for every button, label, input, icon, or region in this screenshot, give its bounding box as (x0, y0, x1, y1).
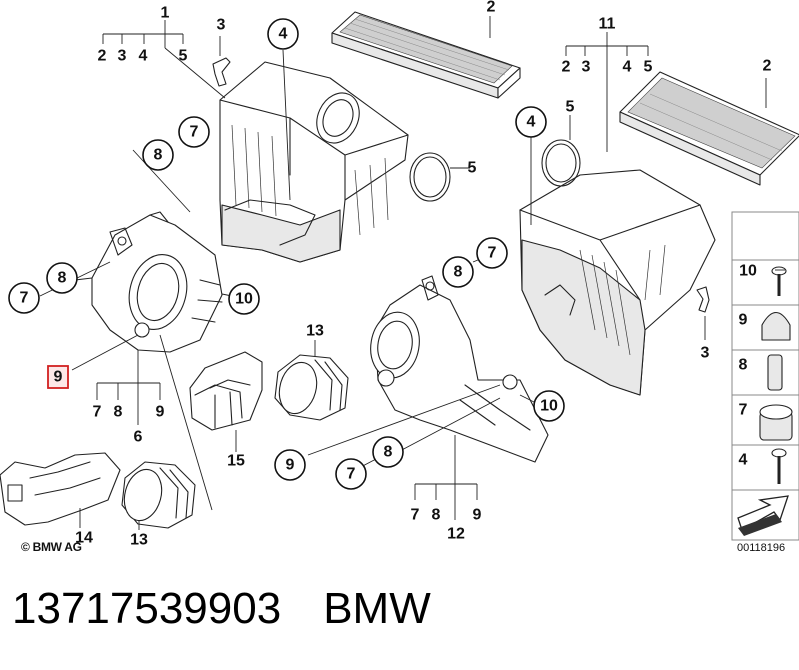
callout-8-left: 8 (58, 270, 67, 287)
callout-1: 1 (161, 5, 170, 22)
clip-left (212, 57, 231, 87)
callout-6: 6 (134, 429, 143, 446)
clip-right (696, 286, 710, 313)
cap-9-icon (761, 311, 791, 341)
callout-10-right: 10 (540, 398, 558, 415)
legend-label-7: 7 (739, 402, 748, 419)
callout-5-right: 5 (566, 99, 575, 116)
legend-label-4: 4 (739, 452, 748, 469)
callout-1-2: 2 (98, 48, 107, 65)
part-number: 13717539903 (12, 584, 282, 633)
callout-12-9: 9 (473, 507, 482, 524)
callout-12: 12 (447, 526, 465, 543)
hardware-legend (731, 211, 799, 541)
callout-10-left: 10 (235, 291, 253, 308)
air-filter-element-right (619, 71, 799, 186)
callout-7-left: 7 (20, 290, 29, 307)
callout-4-left: 4 (279, 26, 288, 43)
callout-6-9: 9 (156, 404, 165, 421)
seal-ring-left (409, 152, 451, 202)
callout-5-left: 5 (468, 160, 477, 177)
callout-13-upper: 13 (306, 323, 324, 340)
callout-11-2: 2 (562, 59, 571, 76)
callout-9-highlight[interactable] (47, 365, 69, 389)
callout-1-5: 5 (179, 48, 188, 65)
callout-9-left: 9 (54, 369, 63, 386)
parts-diagram: 1 2 3 4 5 2 3 5 11 2 3 4 5 2 5 3 6 7 8 9… (0, 0, 799, 549)
footer-caption: 13717539903 BMW (12, 584, 431, 634)
screw-4-icon (771, 448, 787, 484)
callout-15: 15 (227, 453, 245, 470)
callout-11: 11 (599, 16, 616, 33)
callout-7-mid: 7 (488, 245, 497, 262)
intake-duct-assembly-right (370, 275, 549, 463)
callout-6-7: 7 (93, 404, 102, 421)
callout-1-4: 4 (139, 48, 148, 65)
callout-8-bottom: 8 (384, 444, 393, 461)
callout-13-lower: 13 (130, 532, 148, 549)
copyright-notice: © BMW AG (21, 540, 82, 554)
callout-2-right: 2 (763, 58, 772, 75)
callout-11-3: 3 (582, 59, 591, 76)
sleeve-8-icon (767, 354, 783, 391)
callout-2-left: 2 (487, 0, 496, 16)
callout-4-right: 4 (527, 114, 536, 131)
screw-10-icon (771, 266, 787, 296)
air-filter-element-left (331, 11, 521, 99)
air-inlet-duct-14 (0, 452, 121, 526)
callout-1-3: 3 (118, 48, 127, 65)
bellows-upper (274, 354, 349, 421)
callout-11-4: 4 (623, 59, 632, 76)
callout-7-top: 7 (190, 124, 199, 141)
callout-6-8: 8 (114, 404, 123, 421)
seal-ring-right (541, 139, 581, 187)
callout-3-left: 3 (217, 17, 226, 34)
intake-duct-assembly-left (91, 211, 223, 353)
legend-label-8: 8 (739, 357, 748, 374)
leader-lines (39, 16, 785, 530)
callout-12-7: 7 (411, 507, 420, 524)
bellows-lower (121, 461, 196, 529)
callout-9-mid: 9 (286, 457, 295, 474)
callout-8-mid: 8 (454, 264, 463, 281)
callout-12-8: 8 (432, 507, 441, 524)
callout-3-right: 3 (701, 345, 710, 362)
brand-name: BMW (323, 584, 431, 633)
callout-8-top: 8 (154, 147, 163, 164)
callouts: 1 2 3 4 5 2 3 5 11 2 3 4 5 2 5 3 6 7 8 9… (8, 0, 772, 549)
intake-silencer-housing-right (519, 169, 716, 396)
grommet-7-icon (759, 404, 793, 441)
legend-label-10: 10 (739, 263, 757, 280)
air-duct-15 (189, 351, 263, 431)
callout-14: 14 (75, 530, 93, 547)
diagram-reference-code: 00118196 (737, 542, 786, 554)
intake-silencer-housing-left (219, 61, 409, 263)
callout-7-bottom: 7 (347, 466, 356, 483)
callout-11-5: 5 (644, 59, 653, 76)
legend-label-9: 9 (739, 312, 748, 329)
